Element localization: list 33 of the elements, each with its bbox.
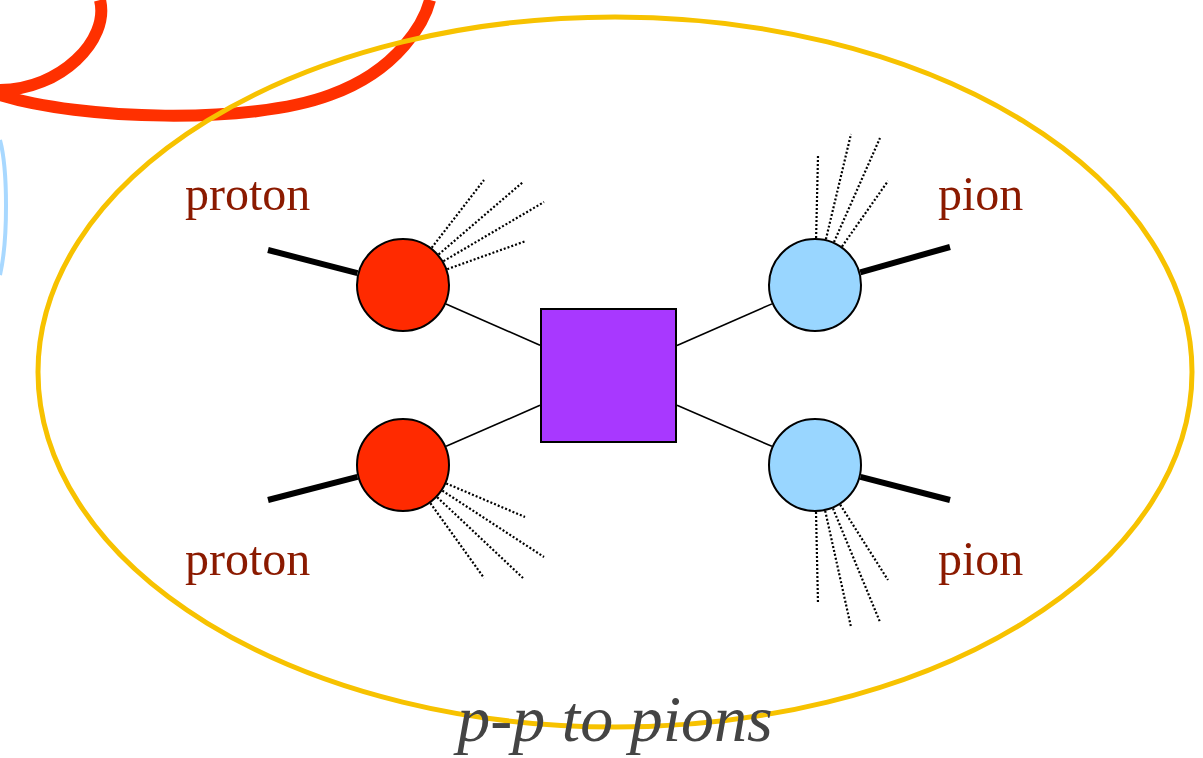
dotted-line	[841, 180, 889, 248]
dotted-line	[815, 155, 820, 239]
thick-line	[267, 473, 359, 503]
pion-circle	[768, 238, 862, 332]
particle-label: proton	[185, 535, 311, 583]
dotted-line	[831, 508, 881, 623]
dotted-line	[814, 511, 820, 605]
dotted-line	[429, 502, 485, 579]
dotted-line	[445, 482, 526, 518]
particle-label: pion	[938, 170, 1024, 218]
thick-line	[859, 244, 951, 276]
dotted-line	[824, 133, 853, 240]
thick-line	[859, 473, 951, 503]
proton-circle	[356, 238, 450, 332]
line	[445, 404, 541, 448]
dotted-line	[436, 496, 524, 579]
pion-circle	[768, 418, 862, 512]
dotted-line	[442, 201, 545, 263]
dotted-line	[824, 510, 853, 628]
particle-label: pion	[938, 535, 1024, 583]
line	[676, 303, 773, 347]
dotted-line	[430, 179, 485, 249]
dotted-line	[446, 239, 527, 271]
proton-circle	[356, 418, 450, 512]
dotted-line	[839, 504, 889, 581]
thick-line	[267, 247, 359, 277]
dotted-line	[437, 181, 524, 256]
dotted-line	[441, 489, 545, 558]
line	[676, 404, 773, 448]
particle-label: proton	[185, 170, 311, 218]
line	[445, 303, 541, 347]
dotted-line	[833, 137, 881, 243]
interaction-square	[540, 308, 677, 443]
